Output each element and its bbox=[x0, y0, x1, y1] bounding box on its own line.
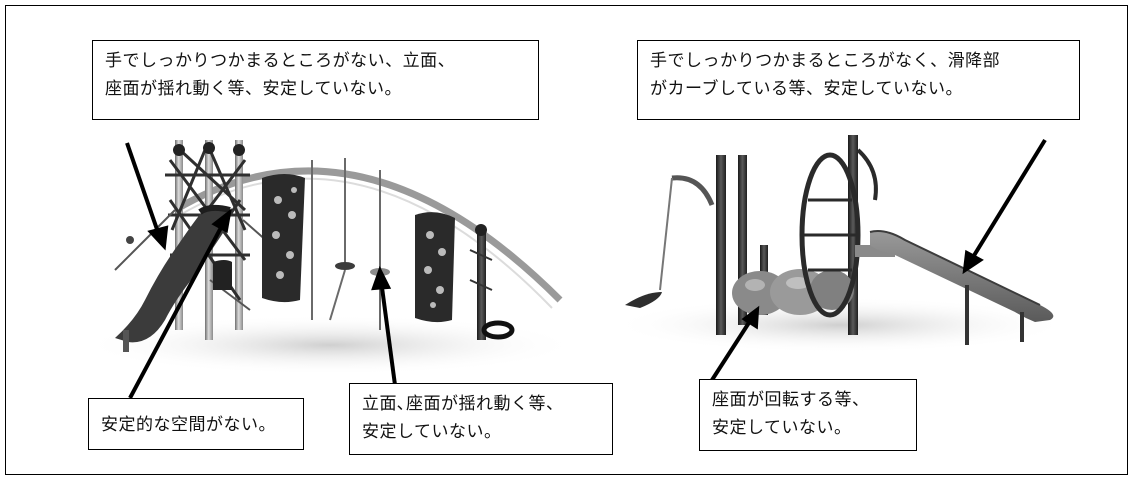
callout-top-left: 手でしっかりつかまるところがない、立面、 座面が揺れ動く等、安定していない。 bbox=[92, 40, 539, 120]
climbing-panel-2 bbox=[415, 212, 455, 323]
callout-text: がカーブしている等、安定していない。 bbox=[650, 79, 963, 99]
callout-bottom-left: 安定的な空間がない。 bbox=[88, 398, 304, 450]
post bbox=[716, 155, 726, 335]
arrow-head bbox=[211, 208, 232, 234]
callout-text: 立面､座面が揺れ動く等、 bbox=[362, 394, 564, 414]
callout-text: 座面が回転する等、 bbox=[712, 390, 870, 410]
callout-text: 手でしっかりつかまるところがない、立面、 bbox=[105, 51, 456, 71]
climbing-panel-1 bbox=[262, 174, 305, 303]
callout-top-right: 手でしっかりつかまるところがなく、滑降部 がカーブしている等、安定していない。 bbox=[637, 40, 1080, 120]
left-play-structure bbox=[80, 140, 580, 375]
callout-arrows bbox=[125, 138, 1047, 399]
straight-slide bbox=[869, 230, 1054, 345]
rotating-seats bbox=[732, 269, 854, 315]
post bbox=[738, 155, 747, 325]
arrow-head bbox=[962, 249, 984, 275]
spinning-pole bbox=[625, 175, 715, 308]
callout-text: 安定していない。 bbox=[362, 422, 502, 442]
stepping-disc bbox=[335, 262, 355, 270]
callout-text: 座面が揺れ動く等、安定していない。 bbox=[105, 79, 402, 99]
callout-bottom-middle: 立面､座面が揺れ動く等、 安定していない。 bbox=[349, 383, 613, 455]
callout-text: 安定的な空間がない。 bbox=[101, 415, 276, 435]
arrow-head bbox=[371, 265, 392, 291]
end-post bbox=[469, 224, 515, 340]
right-play-structure bbox=[610, 135, 1070, 353]
callout-bottom-right: 座面が回転する等、 安定していない。 bbox=[699, 379, 917, 451]
wavy-slide bbox=[115, 204, 231, 352]
hanging-ropes bbox=[311, 158, 381, 330]
callout-text: 手でしっかりつかまるところがなく、滑降部 bbox=[650, 51, 1001, 71]
arrow-head bbox=[741, 305, 760, 330]
arrow-head bbox=[147, 225, 169, 251]
callout-text: 安定していない。 bbox=[712, 418, 852, 438]
tire-ring bbox=[481, 320, 515, 340]
